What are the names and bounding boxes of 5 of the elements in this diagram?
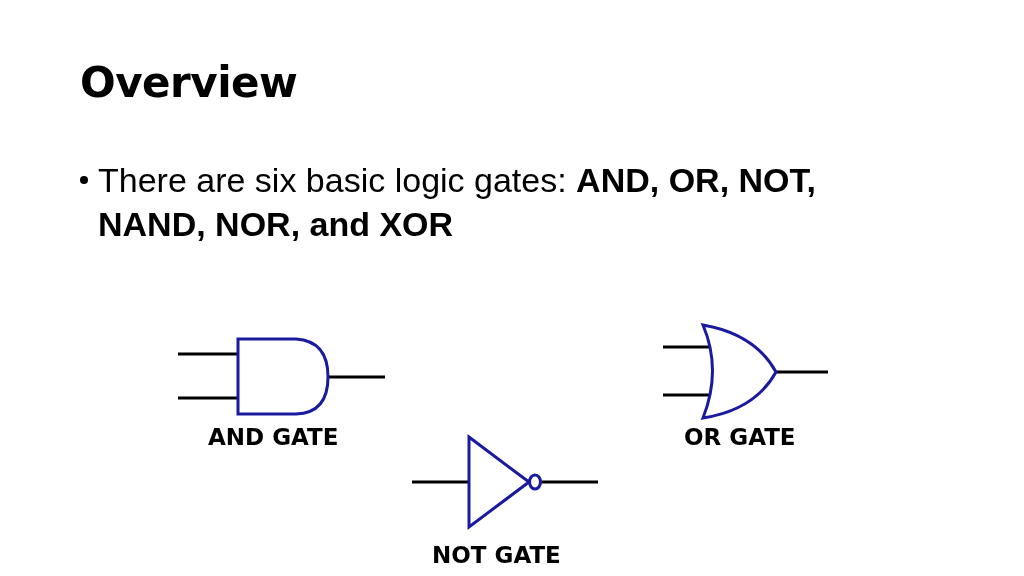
gate-caption: OR GATE <box>684 424 796 450</box>
bullet-point: There are six basic logic gates: AND, OR, NOT, NAND, NOR, and XOR <box>98 160 817 245</box>
gate-caption: NOT GATE <box>432 542 561 568</box>
slide-title: Overview <box>80 58 298 107</box>
gate-caption: AND GATE <box>208 424 339 450</box>
